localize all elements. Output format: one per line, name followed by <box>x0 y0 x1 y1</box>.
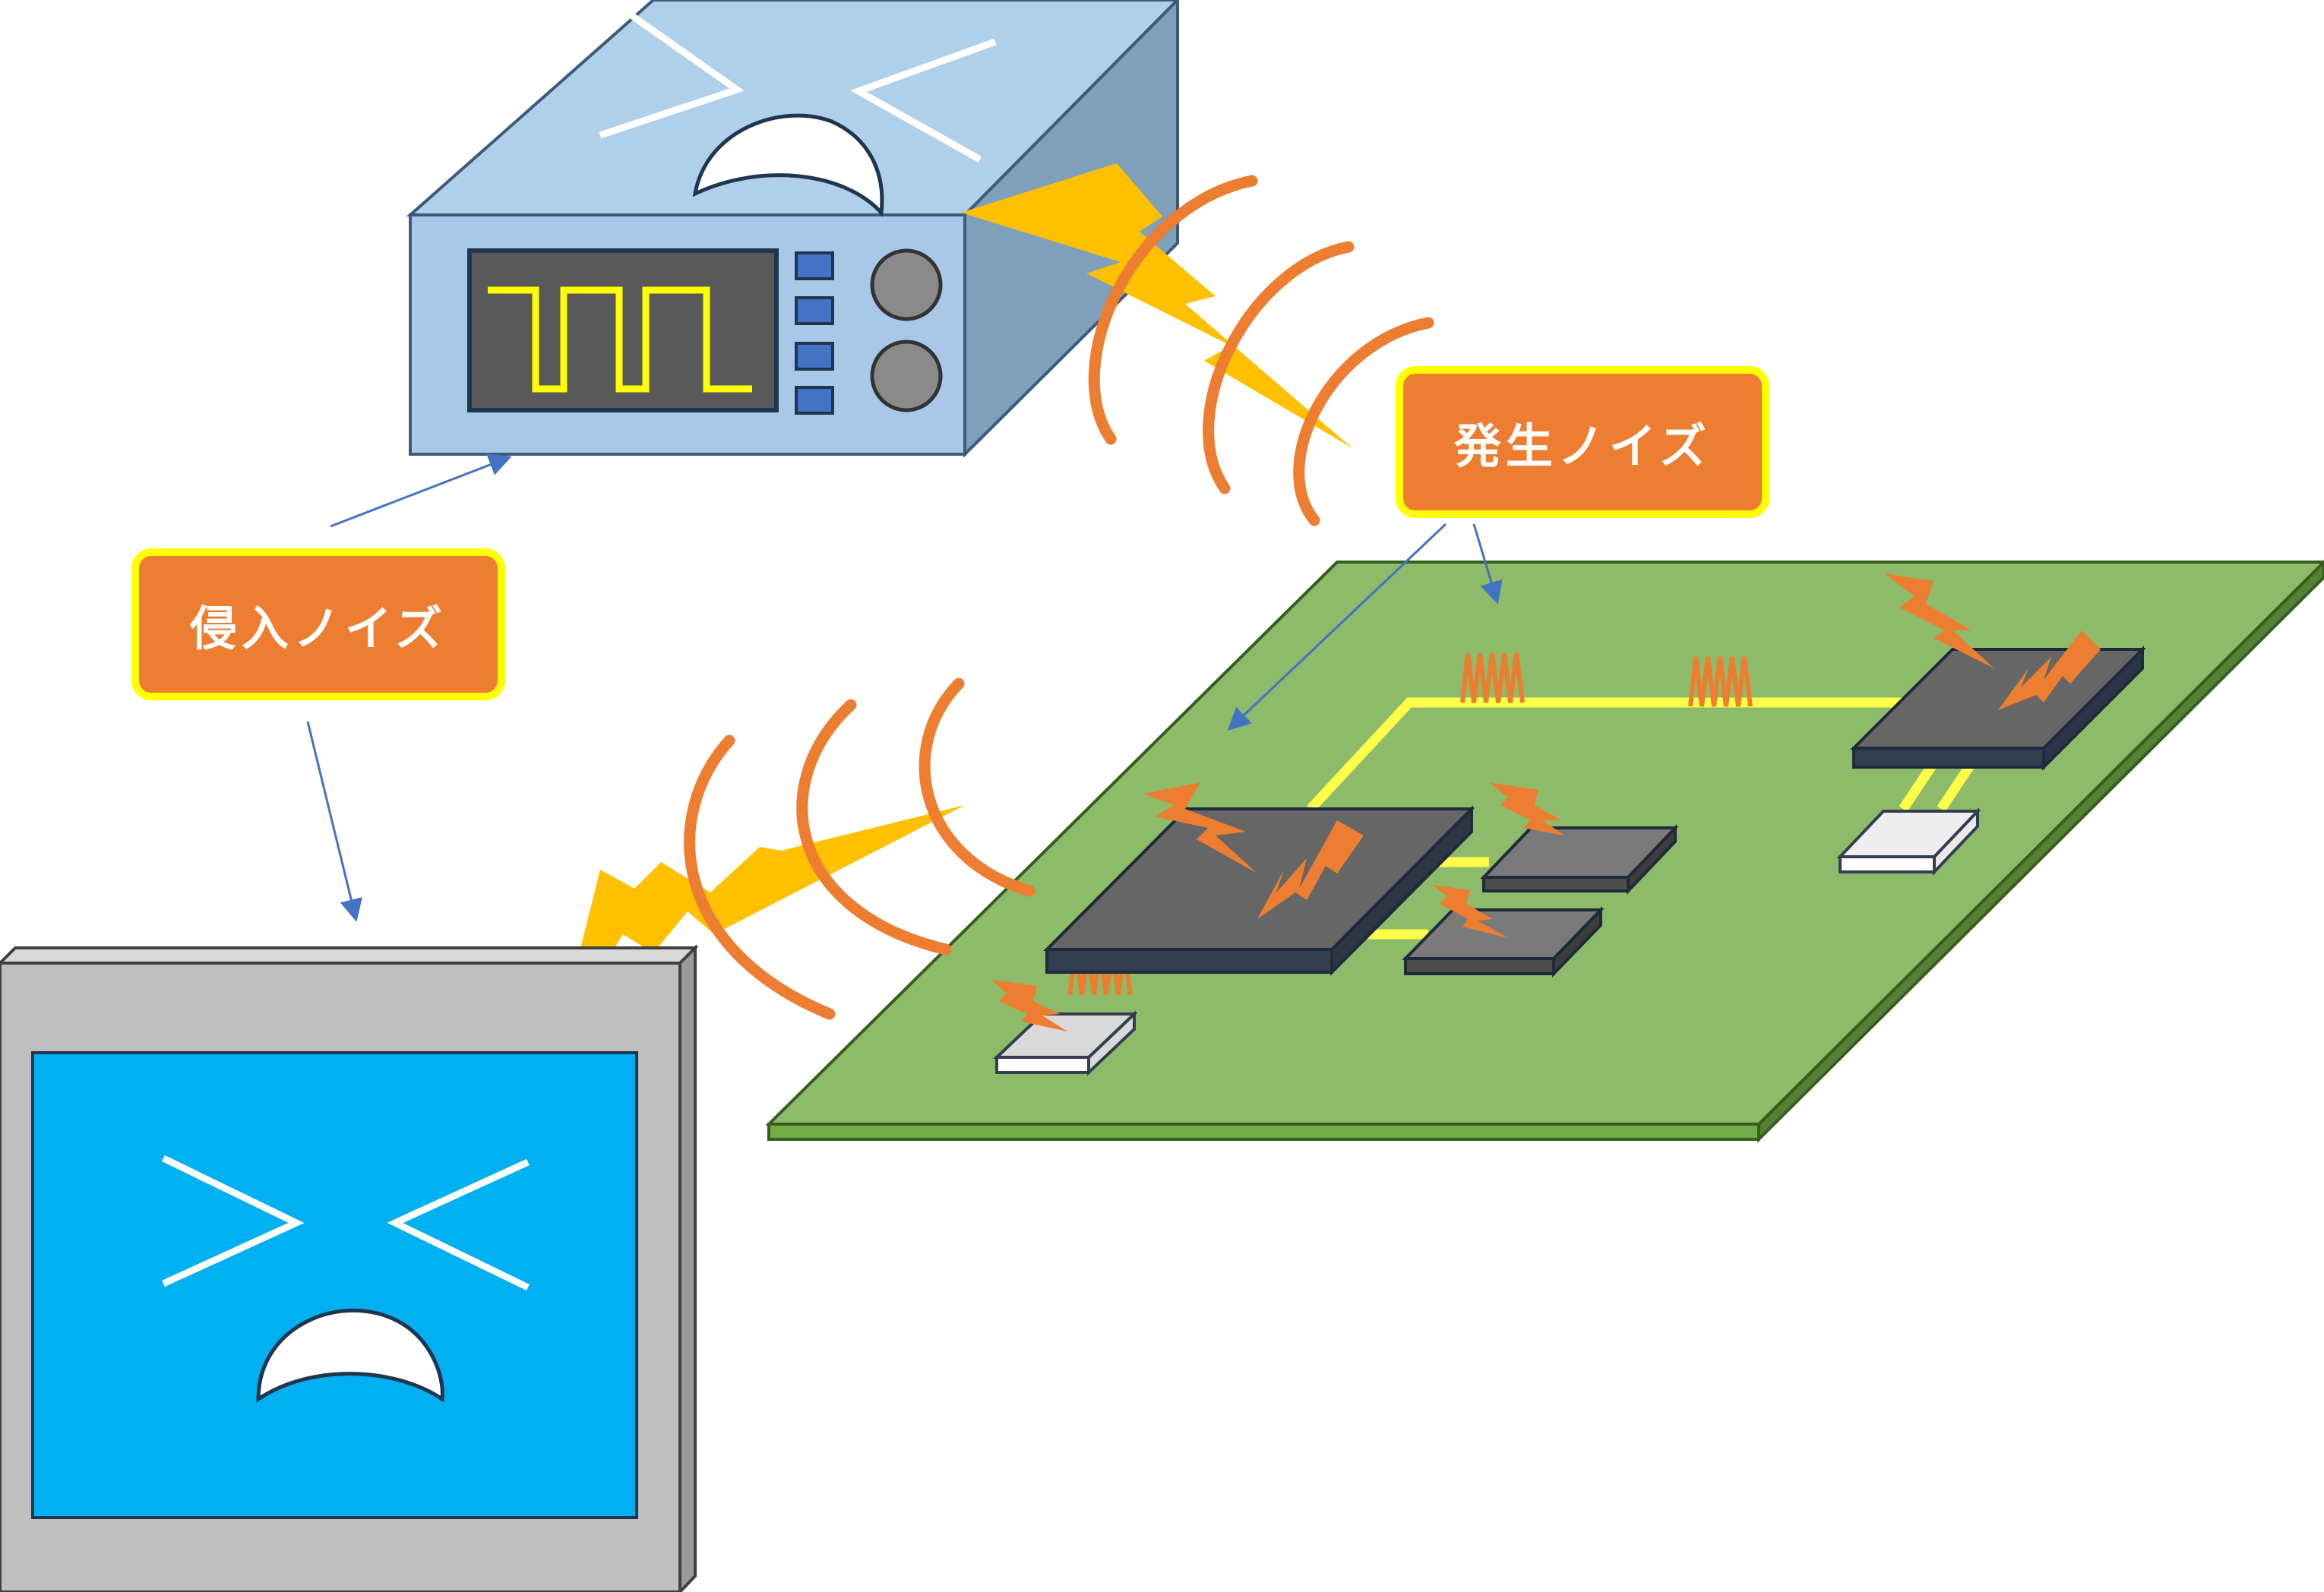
lightning-icon <box>558 163 1352 1037</box>
noise-wave-icon <box>684 175 1434 1020</box>
pcb-icon <box>765 560 2324 1143</box>
small-chip <box>1480 824 1679 895</box>
instrument-knob <box>870 248 943 321</box>
instrument-button <box>795 386 834 415</box>
waveform-icon <box>488 286 752 393</box>
monitor-icon <box>0 944 699 1592</box>
small-chip <box>1402 906 1605 978</box>
annotation-arrow <box>306 453 1503 922</box>
generated-noise-text: 発生ノイズ <box>1453 419 1712 474</box>
intrusion-noise-text: 侵入ノイズ <box>189 601 447 656</box>
intrusion-noise-label: 侵入ノイズ <box>131 548 505 700</box>
instrument-sad-face <box>599 11 997 217</box>
generated-noise-label: 発生ノイズ <box>1396 366 1769 518</box>
monitor-sad-face <box>162 1155 530 1403</box>
monitor-screen <box>31 1051 638 1519</box>
instrument-icon <box>406 0 1180 458</box>
instrument-button <box>795 251 834 280</box>
instrument-button <box>795 296 834 325</box>
instrument-button <box>795 342 834 371</box>
spark-icon <box>991 573 2101 1031</box>
instrument-knob <box>870 340 943 412</box>
instrument-display <box>467 248 779 412</box>
passive-component <box>992 1010 1139 1076</box>
ic-chip <box>1043 805 1475 976</box>
passive-component <box>1836 807 1981 877</box>
